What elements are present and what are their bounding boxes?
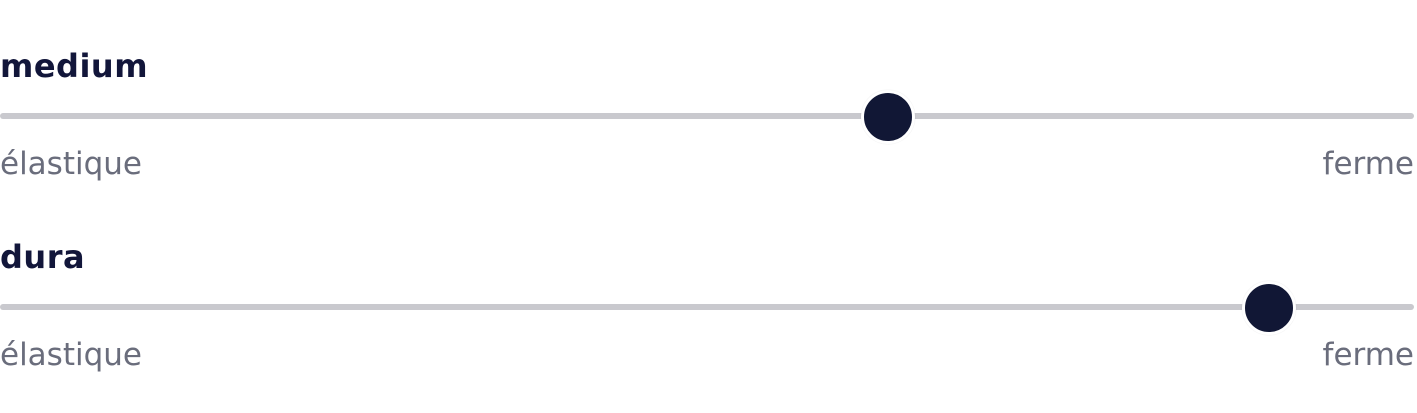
slider-thumb[interactable] [1241,281,1296,335]
max-label: ferme [1322,146,1414,182]
slider-thumb[interactable] [860,90,915,144]
slider-track[interactable] [0,304,1414,310]
slider-medium: medium élastique ferme [0,46,1414,196]
max-label: ferme [1322,337,1414,373]
slider-title: medium [0,47,149,85]
slider-track[interactable] [0,113,1414,119]
min-label: élastique [0,337,142,373]
min-label: élastique [0,146,142,182]
slider-dura: dura élastique ferme [0,237,1414,387]
slider-title: dura [0,238,86,276]
